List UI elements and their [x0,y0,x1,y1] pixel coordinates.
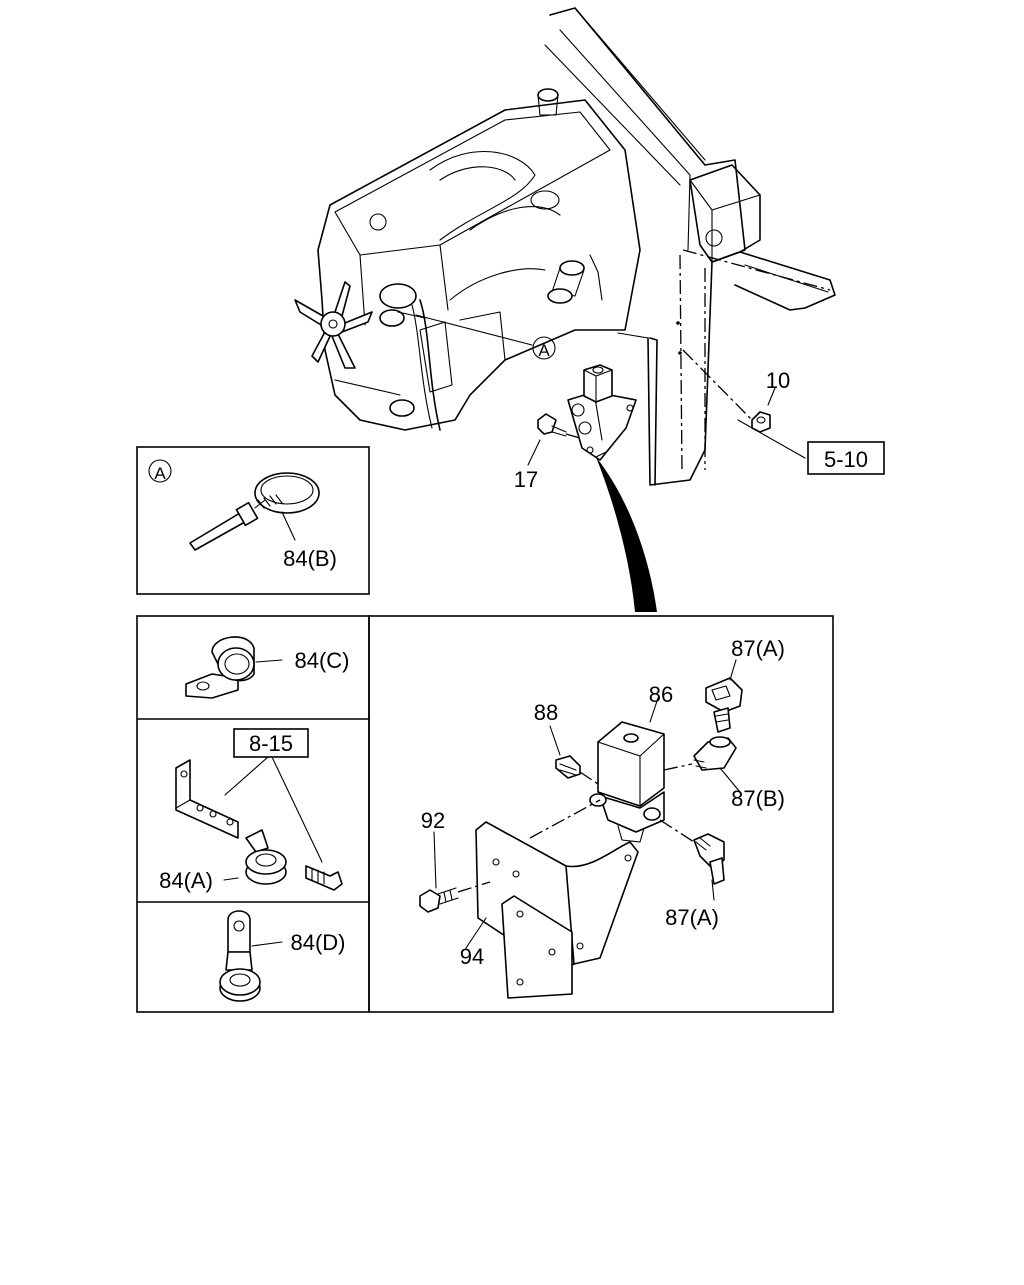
detail-arrow [595,451,657,612]
grommet-84a [223,829,287,885]
valve-assembly-small [567,364,637,461]
detail-a-box: A 84(B) [136,446,370,595]
main-detail-panel [368,615,834,1013]
elbow-fitting-87a-top [705,659,743,733]
clip-84d [219,910,283,1002]
bracket-8-15 [175,759,239,839]
engine-assembly [294,88,641,431]
detail-a-marker-label: A [538,341,550,360]
part-88-label: 88 [534,700,558,725]
elbow-fitting-87a-bottom [659,819,725,901]
ref-box-8-15: 8-15 [224,728,323,863]
part-87a-bottom-label: 87(A) [665,905,719,930]
part-10-label: 10 [766,368,790,393]
part-94-label: 94 [460,944,484,969]
part-87a-top-label: 87(A) [731,636,785,661]
breather-88 [549,725,599,785]
ref-5-10-label: 5-10 [824,447,868,472]
detail-a-header-label: A [154,464,166,483]
ref-8-15-label: 8-15 [249,731,293,756]
part-86-label: 86 [649,682,673,707]
ref-box-5-10: 5-10 [807,441,885,475]
detail-a-marker: A [532,336,556,360]
part-84b-label: 84(B) [283,546,337,571]
clamp-84c [185,636,283,699]
solenoid-valve-86 [589,697,665,843]
chassis-frame [544,7,836,486]
bolt-8-15 [305,865,343,891]
bolt-92 [419,831,491,913]
part-84c-label: 84(C) [294,648,349,673]
part-17-label: 17 [514,467,538,492]
bolt-17 [527,413,581,466]
mounting-bracket-94 [465,799,639,999]
elbow-fitting-87b [663,736,741,793]
part-87b-label: 87(B) [731,786,785,811]
part-92-label: 92 [421,808,445,833]
part-84d-label: 84(D) [290,930,345,955]
cooling-fan [294,281,373,369]
cable-tie-84b [189,472,320,551]
part-84a-label: 84(A) [159,868,213,893]
nut-10 [682,349,776,433]
